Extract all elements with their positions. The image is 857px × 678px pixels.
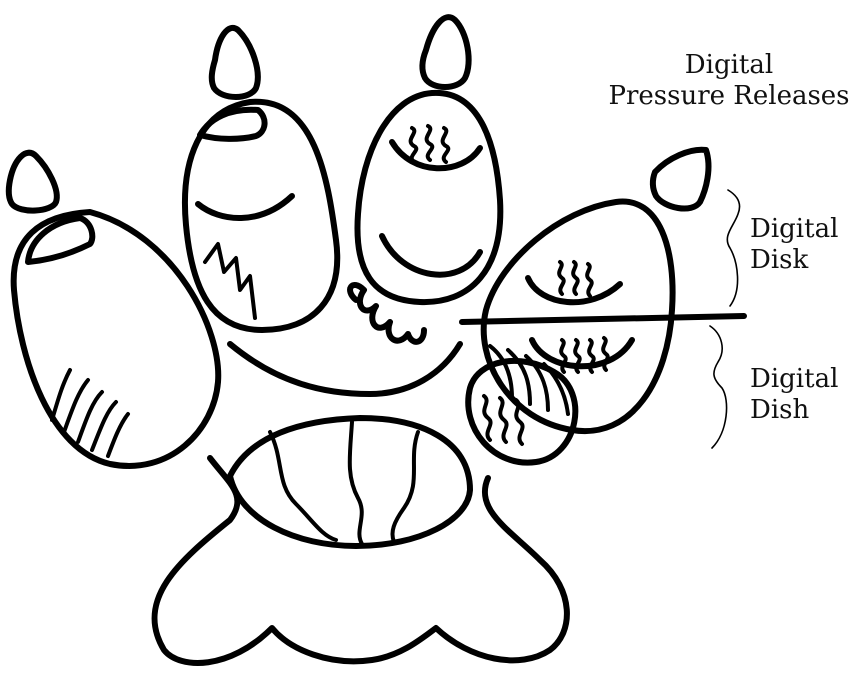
pressure-label-line-2: Pressure Releases bbox=[600, 81, 857, 112]
toe-second-arc bbox=[198, 196, 292, 218]
toe-second bbox=[185, 102, 337, 330]
disk-label-line-2: Disk bbox=[750, 245, 838, 276]
metacarpal-pad-line-3 bbox=[392, 432, 418, 542]
metacarpal-pad-outline bbox=[154, 458, 566, 663]
dish-bracket bbox=[710, 326, 727, 448]
toe-right-dish-squiggle-4 bbox=[603, 338, 608, 370]
toe-third-squiggle-1 bbox=[411, 128, 417, 162]
dish-label-line-1: Digital bbox=[750, 364, 838, 395]
pressure-release-right bbox=[653, 150, 709, 209]
dish-label-line-2: Dish bbox=[750, 395, 838, 426]
disk-bracket bbox=[727, 190, 739, 306]
toe-right-dish-pad-wave-1 bbox=[484, 396, 491, 440]
toe-left-mark-1 bbox=[52, 370, 70, 420]
pressure-label-line-1: Digital bbox=[600, 50, 857, 81]
toe-right-dish-arc bbox=[532, 340, 632, 366]
pressure-release-drops bbox=[9, 17, 709, 210]
toe-third bbox=[350, 93, 500, 342]
disk-dish-divider bbox=[462, 316, 744, 322]
digital-dish-label: Digital Dish bbox=[750, 364, 838, 426]
toe-right-disk-squiggle-2 bbox=[573, 262, 578, 294]
pressure-release-left bbox=[9, 153, 57, 211]
disk-label-line-1: Digital bbox=[750, 214, 838, 245]
toe-right-dish-pad-wave-2 bbox=[500, 398, 507, 442]
toe-left-mark-5 bbox=[108, 414, 128, 456]
toe-third-arc-top bbox=[392, 142, 480, 168]
toe-third-arc-lower bbox=[382, 236, 480, 275]
toe-third-squiggle-2 bbox=[427, 126, 433, 160]
toe-second-nail bbox=[200, 110, 265, 139]
metacarpal-pad-line-2 bbox=[350, 422, 362, 544]
pressure-release-second bbox=[212, 28, 258, 97]
digital-pressure-releases-label: Digital Pressure Releases bbox=[600, 50, 857, 112]
toe-right-disk-squiggle-1 bbox=[559, 262, 564, 294]
digital-disk-label: Digital Disk bbox=[750, 214, 838, 276]
toe-right-disk-squiggle-3 bbox=[587, 264, 592, 296]
pressure-release-third bbox=[422, 17, 468, 87]
toe-third-squiggle-3 bbox=[443, 128, 449, 162]
interdigital-curve bbox=[230, 344, 460, 394]
metacarpal-pad-line-1 bbox=[270, 432, 336, 540]
